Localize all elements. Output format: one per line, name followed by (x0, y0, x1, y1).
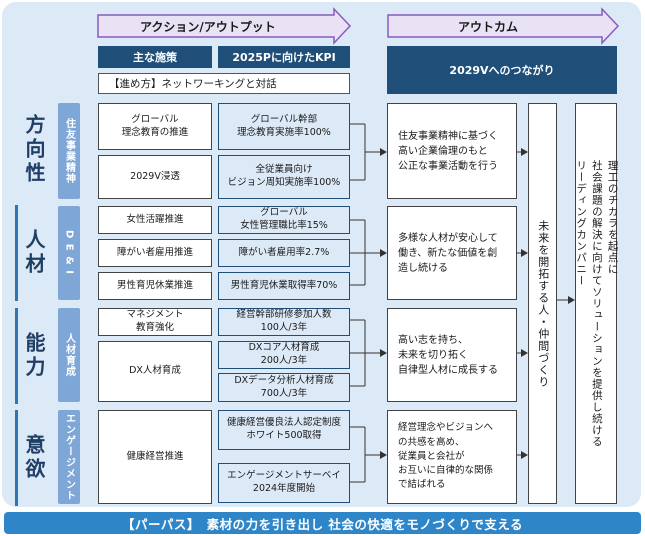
kpi-women-managers: グローバル 女性管理職比率15% (218, 206, 350, 234)
row-label-direction: 方向性 (14, 102, 54, 198)
kpi-global-executive-education: グローバル幹部 理念教育実施率100% (218, 103, 350, 150)
outcome-pioneer-vertical: 未来を開拓する人・仲間づくり (528, 103, 557, 504)
row-label-direction-text: 方向性 (22, 114, 46, 186)
measure-global-philosophy: グローバル 理念教育の推進 (98, 103, 212, 150)
purpose-banner: 【パーパス】 素材の力を引き出し 社会の快適をモノづくりで支える (4, 512, 641, 534)
approach-note: 【進め方】ネットワーキングと対話 (98, 73, 350, 94)
link-2029v-header: 2029Vへのつながり (387, 46, 617, 94)
measure-women-advancement: 女性活躍推進 (98, 206, 212, 234)
outcome-direction: 住友事業精神に基づく 高い企業倫理のもと 公正な事業活動を行う (387, 103, 517, 199)
main-measures-header: 主な施策 (98, 46, 212, 68)
outcome-leading-company-vertical: 理工のチカラを起点に 社会課題の解決に向けてソリューションを提供し続ける リーデ… (575, 103, 619, 504)
category-sumitomo-spirit: 住友事業精神 (58, 103, 80, 199)
measure-health-management: 健康経営推進 (98, 410, 212, 504)
category-dei: D E & I (58, 206, 80, 300)
kpi-male-leave-rate: 男性育児休業取得率70% (218, 272, 350, 300)
outcome-people: 多様な人材が安心して 働き、新たな価値を創 造し続ける (387, 206, 517, 300)
divider-ability (15, 308, 18, 404)
kpi-engagement-survey: エンゲージメントサーベイ 2024年度開始 (218, 463, 350, 503)
actions-outputs-title: アクション/アウトプット (140, 19, 276, 34)
kpi-white500: 健康経営優良法人認定制度 ホワイト500取得 (218, 410, 350, 450)
measure-disability-employment: 障がい者雇用推進 (98, 239, 212, 267)
category-hr-development: 人材育成 (58, 308, 80, 402)
actions-arrow-shape (97, 7, 352, 45)
row-label-ability: 能力 (14, 308, 54, 404)
outcome-arrow-shape (387, 7, 620, 45)
divider-motivation (15, 410, 18, 506)
outcome-motivation: 経営理念やビジョンへ の共感を高め、 従業員と会社が お互いに自律的な関係 で結… (387, 410, 517, 504)
kpi-dx-core: DXコア人材育成 200人/3年 (218, 341, 350, 369)
row-label-people: 人材 (14, 205, 54, 301)
category-engagement: エンゲージメント (58, 410, 80, 504)
outcome-title: アウトカム (458, 19, 519, 34)
outcome-ability: 高い志を持ち、 未来を切り拓く 自律型人材に成長する (387, 308, 517, 402)
divider-people (15, 205, 18, 301)
measure-2029v-penetration: 2029V浸透 (98, 155, 212, 199)
kpi-vision-awareness: 全従業員向け ビジョン周知実施率100% (218, 155, 350, 199)
kpi-dx-data-analysis: DXデータ分析人材育成 700人/3年 (218, 373, 350, 402)
measure-male-childcare-leave: 男性育児休業推進 (98, 272, 212, 300)
row-label-motivation: 意欲 (14, 410, 54, 506)
row-label-people-text: 人材 (22, 229, 46, 277)
measure-dx-talent: DX人材育成 (98, 341, 212, 402)
kpi-2025-header: 2025Pに向けたKPI (218, 46, 350, 68)
kpi-disability-rate: 障がい者雇用率2.7% (218, 239, 350, 267)
kpi-executive-training: 経営幹部研修参加人数 100人/3年 (218, 308, 350, 336)
row-label-motivation-text: 意欲 (22, 434, 46, 482)
measure-management-education: マネジメント 教育強化 (98, 308, 212, 336)
row-label-ability-text: 能力 (22, 332, 46, 380)
